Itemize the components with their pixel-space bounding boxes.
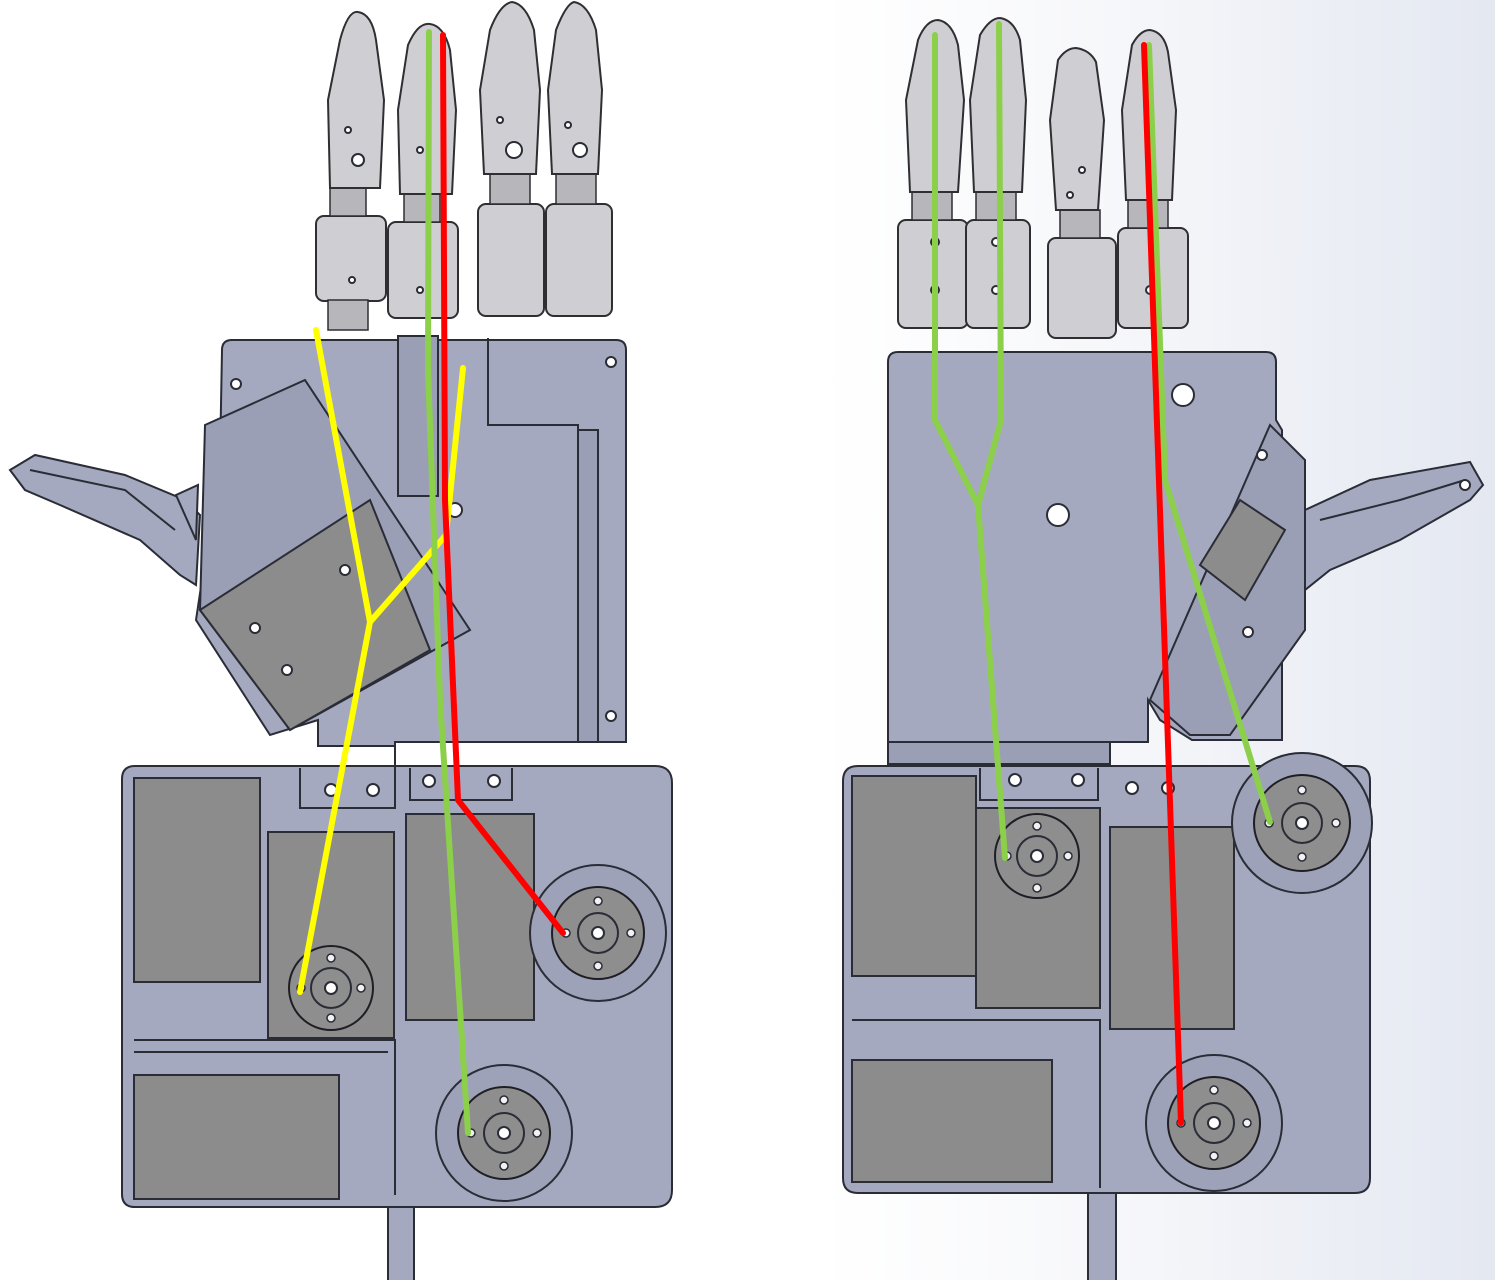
left-finger-2 bbox=[387, 22, 459, 319]
left-palm-hole bbox=[230, 378, 242, 390]
right-pulley-top bbox=[1231, 752, 1373, 894]
left-pulley-bottom bbox=[435, 1064, 573, 1202]
left-finger-3 bbox=[477, 0, 545, 317]
left-route-red bbox=[440, 32, 566, 936]
right-thumb bbox=[1304, 460, 1485, 593]
right-route-green-a bbox=[932, 32, 981, 508]
left-hand-assembly bbox=[8, 0, 673, 1280]
left-pulley-middle bbox=[288, 945, 374, 1031]
left-route-green bbox=[425, 29, 471, 1136]
left-mount-hole bbox=[366, 783, 380, 797]
right-pulley-bottom bbox=[1145, 1054, 1283, 1192]
right-palm-hole bbox=[1046, 503, 1070, 527]
right-thumb-motor bbox=[1148, 423, 1306, 736]
left-servo-top-left bbox=[133, 777, 261, 983]
left-thumb bbox=[8, 453, 202, 587]
left-servo-right bbox=[405, 813, 535, 1021]
right-hand-assembly bbox=[842, 16, 1485, 1280]
left-palm-hole bbox=[605, 710, 617, 722]
right-mount-hole bbox=[1008, 773, 1022, 787]
left-mount-hole bbox=[422, 774, 436, 788]
left-thumb-motor bbox=[198, 378, 472, 732]
left-servo-bottom bbox=[133, 1074, 340, 1200]
right-palm-hole bbox=[1171, 383, 1195, 407]
right-servo-bottom bbox=[851, 1059, 1053, 1183]
right-finger-3 bbox=[1047, 46, 1117, 339]
left-pulley-right bbox=[529, 864, 667, 1002]
left-palm-hole bbox=[605, 356, 617, 368]
right-route-red bbox=[1141, 42, 1184, 1126]
left-mount-hole bbox=[487, 774, 501, 788]
right-servo-top-left bbox=[851, 775, 977, 977]
left-finger-1 bbox=[315, 10, 387, 331]
right-mount-hole bbox=[1125, 781, 1139, 795]
left-finger-4 bbox=[545, 0, 613, 317]
right-forearm-bar bbox=[1087, 1187, 1117, 1280]
right-route-green-b bbox=[975, 21, 1008, 861]
right-route-green-c bbox=[1146, 42, 1273, 825]
right-mount-hole bbox=[1071, 773, 1085, 787]
